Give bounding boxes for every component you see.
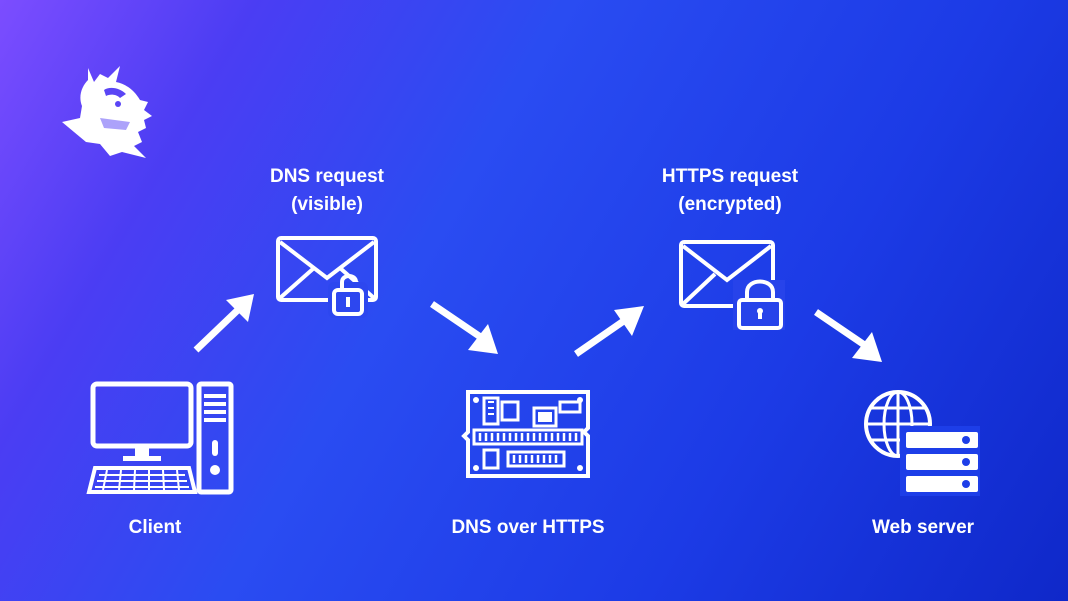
desktop-computer-icon <box>86 381 234 495</box>
arrow-down-right-icon <box>814 309 882 362</box>
https-request-subtitle: (encrypted) <box>678 194 782 215</box>
arrow-up-right-icon <box>574 306 644 357</box>
dns-request-subtitle: (visible) <box>291 194 363 215</box>
viking-logo-icon <box>62 66 152 158</box>
https-request-title: HTTPS request <box>661 166 799 187</box>
envelope-locked-icon <box>679 240 785 330</box>
client-label: Client <box>128 517 182 538</box>
web-server-label: Web server <box>871 517 975 538</box>
arrow-down-right-icon <box>430 301 498 354</box>
dns-request-title: DNS request <box>269 166 385 187</box>
arrow-up-right-icon <box>193 294 254 353</box>
envelope-unlocked-icon <box>276 236 378 318</box>
circuit-board-icon <box>461 390 590 478</box>
globe-server-icon <box>864 390 980 496</box>
doh-label: DNS over HTTPS <box>451 517 605 538</box>
